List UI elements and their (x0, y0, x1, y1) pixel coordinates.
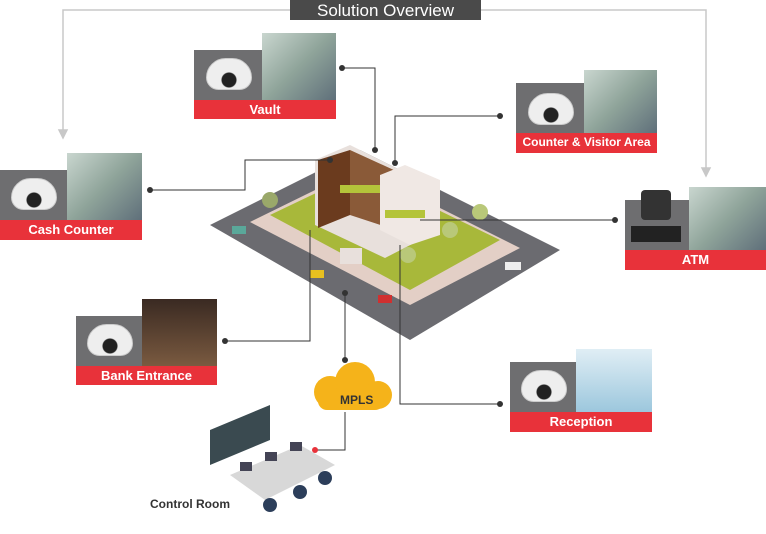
title-banner: Solution Overview (290, 0, 481, 20)
card-label: Vault (194, 100, 336, 119)
cloud-icon (314, 362, 392, 410)
dvr-icon (631, 226, 681, 242)
card-bank-entrance[interactable]: Bank Entrance (76, 299, 217, 385)
card-label: Bank Entrance (76, 366, 217, 385)
card-label: Cash Counter (0, 220, 142, 240)
fisheye-camera-icon (528, 93, 574, 125)
card-atm[interactable]: ATM (625, 187, 766, 270)
card-label: Counter & Visitor Area (516, 133, 657, 153)
reception-photo (576, 349, 652, 412)
overview-arrows (57, 9, 712, 178)
camera-panel (516, 83, 584, 133)
atm-photo (689, 187, 766, 250)
camera-panel (510, 362, 576, 412)
vault-photo (262, 33, 336, 100)
card-counter[interactable]: Counter & Visitor Area (516, 70, 657, 153)
pinhole-camera-icon (641, 190, 671, 220)
dome-camera-icon (521, 370, 567, 402)
counter-photo (584, 70, 657, 133)
camera-panel (625, 190, 689, 250)
cash-counter-photo (67, 153, 142, 220)
dome-camera-icon (87, 324, 133, 356)
card-reception[interactable]: Reception (510, 349, 652, 432)
entrance-photo (142, 299, 217, 366)
camera-panel (76, 316, 142, 366)
control-room-label: Control Room (150, 497, 230, 511)
dome-camera-icon (11, 178, 57, 210)
card-cash-counter[interactable]: Cash Counter (0, 153, 142, 240)
camera-panel (0, 170, 67, 220)
control-room-illustration (210, 405, 335, 512)
card-label: ATM (625, 250, 766, 270)
card-label: Reception (510, 412, 652, 432)
city-block (210, 145, 560, 340)
connector-dots (147, 65, 618, 453)
camera-panel (194, 50, 262, 100)
mpls-label: MPLS (340, 393, 374, 407)
card-vault[interactable]: Vault (194, 33, 336, 119)
dome-camera-icon (206, 58, 252, 90)
connector-lines (150, 67, 615, 451)
